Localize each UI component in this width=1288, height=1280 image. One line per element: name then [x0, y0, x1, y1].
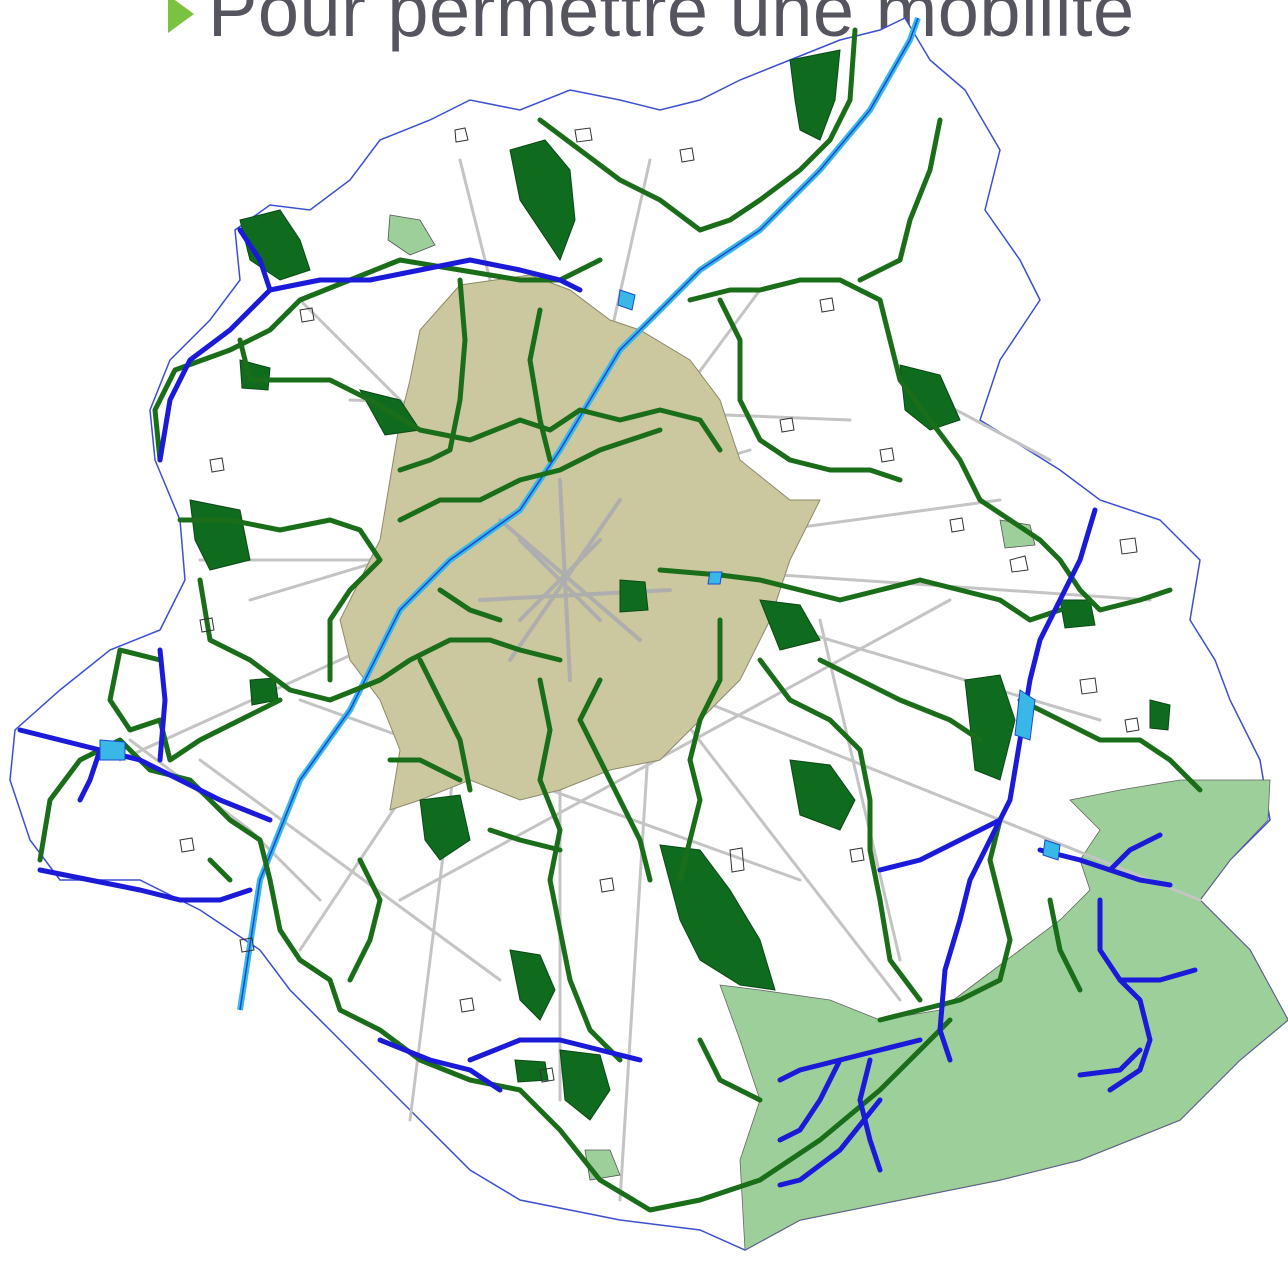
forest-area — [719, 779, 1288, 1251]
center-streets — [478, 478, 672, 682]
blue-network — [17, 227, 1198, 1188]
slide-heading: Pour permettre une mobilité — [168, 0, 1135, 52]
small-parcels — [179, 127, 1140, 1083]
heading-text: Pour permettre une mobilité — [208, 0, 1135, 52]
parks — [189, 49, 1171, 1121]
triangle-bullet-icon — [168, 0, 194, 33]
ponds — [99, 289, 1061, 861]
green-network — [37, 27, 1203, 1213]
